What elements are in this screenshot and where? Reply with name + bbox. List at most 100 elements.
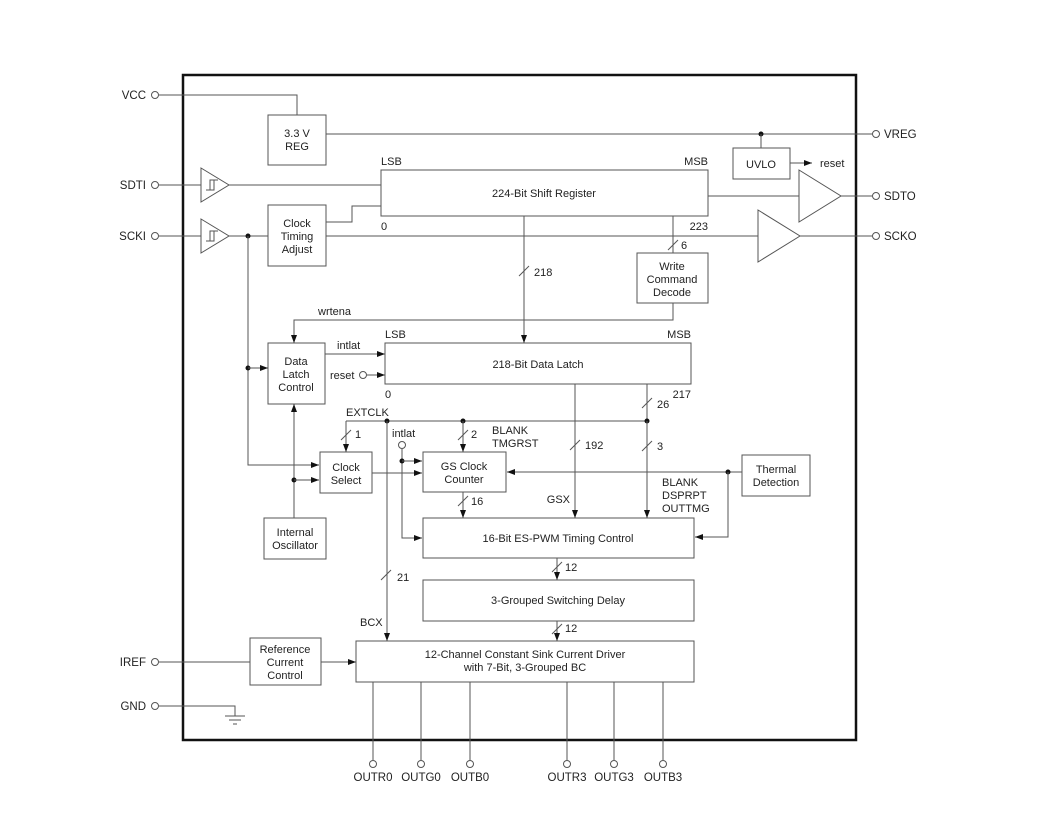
svg-text:OUTB0: OUTB0	[451, 772, 489, 784]
svg-text:GS Clock: GS Clock	[441, 461, 488, 473]
svg-text:TMGRST: TMGRST	[492, 438, 539, 450]
svg-text:Decode: Decode	[653, 287, 691, 299]
block-reference-current-control: Reference Current Control	[249, 637, 322, 686]
svg-text:LSB: LSB	[381, 156, 402, 168]
svg-text:223: 223	[690, 221, 708, 233]
svg-text:Control: Control	[267, 670, 302, 682]
svg-text:Detection: Detection	[753, 477, 799, 489]
svg-text:12-Channel Constant Sink Curre: 12-Channel Constant Sink Current Driver	[425, 649, 626, 661]
svg-text:1: 1	[355, 429, 361, 441]
svg-text:21: 21	[397, 572, 409, 584]
svg-text:intlat: intlat	[337, 340, 360, 352]
svg-text:intlat: intlat	[392, 428, 415, 440]
svg-text:UVLO: UVLO	[746, 159, 776, 171]
block-data-latch: 218-Bit Data Latch LSB MSB 0 217	[384, 329, 692, 401]
svg-text:3: 3	[657, 441, 663, 453]
block-thermal-detection: Thermal Detection	[741, 454, 811, 497]
svg-text:OUTTMG: OUTTMG	[662, 503, 710, 515]
block-uvlo: UVLO reset	[732, 134, 844, 180]
svg-text:16-Bit ES-PWM Timing Control: 16-Bit ES-PWM Timing Control	[483, 533, 634, 545]
svg-text:GND: GND	[120, 701, 146, 713]
svg-text:BCX: BCX	[360, 617, 383, 629]
svg-text:OUTB3: OUTB3	[644, 772, 682, 784]
svg-text:218: 218	[534, 267, 552, 279]
block-internal-oscillator: Internal Oscillator	[263, 517, 327, 560]
pin-scko: SCKO	[800, 231, 917, 243]
svg-text:Control: Control	[278, 382, 313, 394]
svg-text:with 7-Bit, 3-Grouped BC: with 7-Bit, 3-Grouped BC	[463, 662, 586, 674]
pin-gnd: GND	[120, 701, 245, 725]
svg-text:LSB: LSB	[385, 329, 406, 341]
svg-text:Adjust: Adjust	[282, 244, 313, 256]
svg-text:OUTG3: OUTG3	[594, 772, 634, 784]
block-write-command-decode: Write Command Decode	[636, 252, 709, 304]
svg-text:192: 192	[585, 440, 603, 452]
svg-text:BLANK: BLANK	[492, 425, 529, 437]
block-data-latch-control: Data Latch Control	[267, 342, 326, 405]
svg-text:SDTO: SDTO	[884, 191, 916, 203]
pin-vcc: VCC	[122, 90, 298, 115]
block-es-pwm-timing-control: 16-Bit ES-PWM Timing Control	[422, 517, 695, 559]
svg-text:12: 12	[565, 562, 577, 574]
svg-text:REG: REG	[285, 141, 309, 153]
svg-text:6: 6	[681, 240, 687, 252]
schmitt-buffer-scki	[200, 218, 230, 254]
svg-text:218-Bit Data Latch: 218-Bit Data Latch	[492, 359, 583, 371]
pin-sdti: SDTI	[120, 180, 201, 192]
pin-outb0: OUTB0	[451, 682, 489, 784]
block-current-driver: 12-Channel Constant Sink Current Driver …	[355, 640, 695, 683]
svg-text:2: 2	[471, 429, 477, 441]
pin-scki: SCKI	[119, 231, 201, 243]
svg-text:GSX: GSX	[547, 494, 571, 506]
svg-text:Write: Write	[659, 261, 684, 273]
svg-text:Counter: Counter	[444, 474, 483, 486]
pin-outg3: OUTG3	[594, 682, 634, 784]
pin-outg0: OUTG0	[401, 682, 441, 784]
pin-outr3: OUTR3	[548, 682, 587, 784]
block-switching-delay: 3-Grouped Switching Delay	[422, 579, 695, 622]
svg-text:wrtena: wrtena	[317, 306, 352, 318]
svg-text:Clock: Clock	[332, 462, 360, 474]
svg-text:MSB: MSB	[684, 156, 708, 168]
svg-text:OUTG0: OUTG0	[401, 772, 441, 784]
svg-text:reset: reset	[330, 370, 354, 382]
block-clock-timing-adjust: Clock Timing Adjust	[267, 204, 327, 267]
svg-text:OUTR3: OUTR3	[548, 772, 587, 784]
svg-text:MSB: MSB	[667, 329, 691, 341]
svg-text:OUTR0: OUTR0	[354, 772, 393, 784]
svg-text:Data: Data	[284, 356, 308, 368]
svg-text:3.3 V: 3.3 V	[284, 128, 310, 140]
chip-outline	[181, 73, 858, 742]
block-gs-clock-counter: GS Clock Counter	[422, 451, 507, 493]
scko-buffer	[757, 209, 801, 263]
pin-outb3: OUTB3	[644, 682, 682, 784]
svg-text:VCC: VCC	[122, 90, 146, 102]
svg-text:SCKO: SCKO	[884, 231, 917, 243]
svg-text:0: 0	[381, 221, 387, 233]
svg-text:BLANK: BLANK	[662, 477, 699, 489]
svg-text:DSPRPT: DSPRPT	[662, 490, 707, 502]
pin-vreg: VREG	[326, 129, 917, 141]
svg-text:Oscillator: Oscillator	[272, 540, 318, 552]
svg-text:SDTI: SDTI	[120, 180, 146, 192]
svg-text:12: 12	[565, 623, 577, 635]
svg-text:26: 26	[657, 399, 669, 411]
svg-text:217: 217	[673, 389, 691, 401]
svg-text:EXTCLK: EXTCLK	[346, 407, 389, 419]
svg-text:224-Bit Shift Register: 224-Bit Shift Register	[492, 188, 596, 200]
svg-text:Timing: Timing	[281, 231, 314, 243]
svg-text:Current: Current	[267, 657, 304, 669]
pin-outr0: OUTR0	[354, 682, 393, 784]
svg-text:Reference: Reference	[260, 644, 311, 656]
svg-text:Thermal: Thermal	[756, 464, 796, 476]
svg-text:16: 16	[471, 496, 483, 508]
svg-text:SCKI: SCKI	[119, 231, 146, 243]
svg-text:3-Grouped Switching Delay: 3-Grouped Switching Delay	[491, 595, 625, 607]
svg-text:Latch: Latch	[283, 369, 310, 381]
svg-text:VREG: VREG	[884, 129, 917, 141]
svg-text:IREF: IREF	[120, 657, 146, 669]
svg-text:0: 0	[385, 389, 391, 401]
svg-text:Select: Select	[331, 475, 362, 487]
schmitt-buffer-sdti	[200, 167, 230, 203]
